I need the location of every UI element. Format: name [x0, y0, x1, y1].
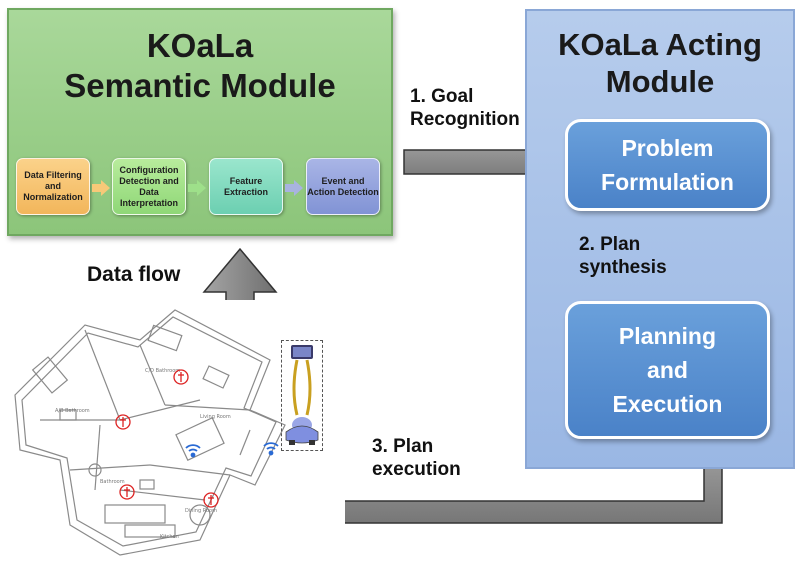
- stage-feature-extraction: Feature Extraction: [209, 158, 283, 215]
- sensor-icon: [115, 414, 131, 430]
- data-flow-label: Data flow: [87, 263, 181, 286]
- room-label: Kitchen: [160, 534, 179, 540]
- sensor-icon: [119, 484, 135, 500]
- acting-module-title: KOaLa Acting Module: [558, 27, 762, 99]
- robot-icon: [285, 345, 319, 445]
- room-label: C/D Bathroom: [145, 368, 180, 374]
- sensor-icon: [203, 492, 219, 508]
- chevron-right-icon: [92, 180, 110, 196]
- plan-execution-label: 3. Plan execution: [372, 436, 461, 480]
- goal-recognition-label: 1. Goal Recognition: [410, 86, 520, 130]
- problem-formulation-box: Problem Formulation: [565, 119, 770, 211]
- room-label: Living Room: [200, 414, 231, 420]
- stage-data-filtering: Data Filtering and Normalization: [16, 158, 90, 215]
- room-label: A/B Bathroom: [55, 408, 90, 414]
- wifi-icon: [263, 442, 279, 456]
- chevron-right-icon: [285, 180, 303, 196]
- stage-event-action-detection: Event and Action Detection: [306, 158, 380, 215]
- room-label: Bathroom: [100, 479, 125, 485]
- room-label: Dining Room: [185, 508, 217, 514]
- planning-execution-box: Planning and Execution: [565, 301, 770, 439]
- plan-synthesis-label: 2. Plan synthesis: [579, 234, 667, 278]
- stage-configuration-detection: Configuration Detection and Data Interpr…: [112, 158, 186, 215]
- semantic-module-title: KOaLa Semantic Module: [64, 27, 336, 104]
- robot-frame: [281, 340, 323, 451]
- chevron-right-icon: [188, 180, 206, 196]
- wifi-icon: [185, 444, 201, 458]
- sensor-icon: [173, 369, 189, 385]
